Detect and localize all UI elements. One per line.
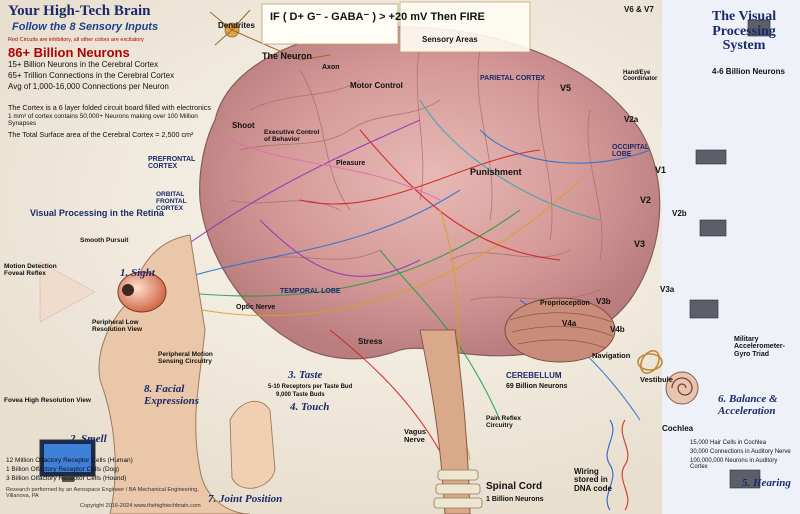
color-note: Red Circuits are inhibitory, all other c…: [8, 37, 144, 43]
optic-nerve-label: Optic Nerve: [236, 304, 276, 311]
dendrites-label: Dendrites: [218, 21, 255, 30]
v4a-label: V4a: [562, 319, 577, 328]
firing-formula: IF ( D+ G⁻ - GABA⁻ ) > +20 mV Then FIRE: [270, 11, 485, 23]
shoot-label: Shoot: [232, 121, 255, 130]
v3b-label: V3b: [596, 297, 611, 306]
cerebral-cortex-neurons: 15+ Billion Neurons in the Cerebral Cort…: [8, 60, 159, 69]
punishment-label: Punishment: [470, 167, 522, 177]
sense-facial: 8. Facial Expressions: [144, 383, 200, 407]
cortex-connections: 65+ Trillion Connections in the Cerebral…: [8, 71, 175, 80]
peripheral-view-label: Peripheral Low Resolution View: [92, 319, 143, 333]
orbital-label: ORBITAL FRONTAL CORTEX: [156, 191, 187, 212]
spinal-cord-label: Spinal Cord: [486, 481, 543, 492]
v6-v7-label: V6 & V7: [624, 5, 654, 14]
hearing-connections: 30,000 Connections in Auditory Nerve: [690, 449, 791, 455]
motion-detection-label: Motion Detection Foveal Reflex: [4, 263, 57, 277]
executive-label: Executive Control of Behavior: [264, 129, 320, 143]
hearing-hair-cells: 15,000 Hair Cells in Cochlea: [690, 440, 767, 446]
stress-label: Stress: [358, 337, 383, 346]
cerebellum-neurons-label: 69 Billion Neurons: [506, 383, 568, 390]
v4b-label: V4b: [610, 325, 625, 334]
neuron-label: The Neuron: [262, 51, 313, 61]
total-neurons: 86+ Billion Neurons: [8, 45, 130, 60]
peripheral-motion-label: Peripheral Motion Sensing Circuitry: [158, 351, 213, 365]
wiring-dna-label: Wiring stored in DNA code: [574, 467, 612, 493]
v3a-label: V3a: [660, 285, 675, 294]
page-subtitle: Follow the 8 Sensory Inputs: [12, 21, 159, 33]
sense-hearing: 5. Hearing: [742, 477, 791, 489]
motor-control-label: Motor Control: [350, 81, 403, 90]
vagus-label: Vagus Nerve: [404, 427, 427, 444]
accelerometer-label: Military Accelerometer-Gyro Triad: [734, 336, 785, 358]
smell-info-human: 12 Million Olfactory Receptor Cells (Hum…: [6, 457, 133, 464]
proprioception-label: Proprioception: [540, 300, 590, 307]
v2b-label: V2b: [672, 209, 687, 218]
occipital-label: OCCIPITAL LOBE: [612, 144, 650, 159]
footer-research: Research performed by an Aerospace Engin…: [6, 487, 199, 499]
v3-label: V3: [634, 239, 646, 249]
navigation-label: Navigation: [592, 351, 631, 360]
visual-system-title: The Visual Processing System: [711, 9, 777, 54]
prefrontal-label: PREFRONTAL CORTEX: [148, 156, 196, 171]
cortex-note: The Cortex is a 6 layer folded circuit b…: [8, 103, 211, 112]
sense-balance: 6. Balance & Acceleration: [718, 393, 778, 417]
v1-label: V1: [655, 165, 667, 175]
parietal-label: PARIETAL CORTEX: [480, 75, 545, 82]
axon-label: Axon: [322, 64, 340, 71]
cochlea-label: Cochlea: [662, 424, 694, 433]
visual-neurons: 4-6 Billion Neurons: [712, 67, 785, 76]
page-title: Your High-Tech Brain: [8, 3, 151, 19]
smooth-pursuit-label: Smooth Pursuit: [80, 237, 129, 244]
smell-info-dog: 1 Billion Olfactory Receptor Cells (Dog): [6, 466, 120, 473]
fovea-label: Fovea High Resolution View: [4, 397, 91, 404]
sense-sight: 1. Sight: [120, 267, 155, 279]
cortex-density: 1 mm³ of cortex contains 50,000+ Neurons…: [8, 113, 198, 127]
sense-touch: 4. Touch: [290, 401, 330, 413]
surface-area: The Total Surface area of the Cerebral C…: [8, 130, 194, 139]
pleasure-label: Pleasure: [336, 160, 366, 167]
temporal-label: TEMPORAL LOBE: [280, 288, 341, 295]
footer-copyright: Copyright 2016-2024 www.thehightechbrain…: [80, 503, 201, 509]
hand-eye-label: Hand/Eye Coordinator: [623, 70, 658, 83]
spinal-neurons-label: 1 Billion Neurons: [486, 496, 544, 503]
sense-taste: 3. Taste: [288, 369, 323, 381]
hearing-neurons: 100,000,000 Neurons in Auditory Cortex: [690, 458, 778, 471]
v5-label: V5: [560, 83, 572, 93]
sense-smell: 2. Smell: [70, 433, 107, 445]
sense-joint: 7. Joint Position: [208, 493, 283, 505]
taste-buds: 9,000 Taste Buds: [276, 392, 325, 398]
cerebellum-label: CEREBELLUM: [506, 371, 562, 380]
vestibule-label: Vestibule: [640, 375, 673, 384]
v2a-label: V2a: [624, 115, 639, 124]
avg-connections: Avg of 1,000-16,000 Connections per Neur…: [8, 82, 169, 91]
pain-reflex-label: Pain Reflex Circuitry: [486, 415, 522, 429]
taste-receptors: 5-10 Receptors per Taste Bud: [268, 384, 353, 390]
retina-title: Visual Processing in the Retina: [30, 208, 164, 218]
sensory-areas-label: Sensory Areas: [422, 35, 478, 44]
v2-label: V2: [640, 195, 652, 205]
smell-info-hound: 3 Billion Olfactory Receptor Cells (Houn…: [6, 475, 127, 482]
